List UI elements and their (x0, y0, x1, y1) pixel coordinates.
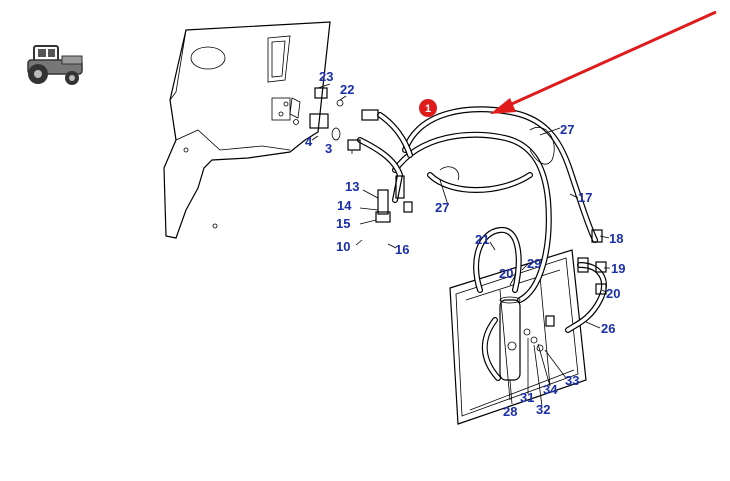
part-label: 22 (340, 82, 354, 97)
part-label: 34 (543, 382, 558, 397)
part-label: 10 (336, 239, 350, 254)
leader-lines (311, 83, 610, 407)
part-label: 27 (435, 200, 449, 215)
part-label: 16 (395, 242, 409, 257)
part-label: 29 (527, 256, 541, 271)
part-label: 32 (536, 402, 550, 417)
part-label: 14 (337, 198, 352, 213)
part-label: 31 (520, 390, 534, 405)
part-label: 20 (499, 266, 513, 281)
part-label: 13 (345, 179, 359, 194)
part-label: 21 (475, 232, 489, 247)
receiver-drier (499, 296, 521, 381)
part-label: 20 (606, 286, 620, 301)
part-label: 19 (611, 261, 625, 276)
tractor-icon (27, 45, 83, 85)
part-label: 17 (578, 190, 592, 205)
part-label: 18 (609, 231, 623, 246)
condenser (449, 249, 587, 425)
part-label: 4 (305, 134, 313, 149)
part-label: 33 (565, 373, 579, 388)
part-label: 27 (560, 122, 574, 137)
part-label: 28 (503, 404, 517, 419)
part-label: 26 (601, 321, 615, 336)
callout-arrow (490, 10, 717, 114)
callout-marker: 1 (419, 99, 437, 117)
part-labels: 23 22 4 3 13 14 15 10 16 27 27 17 18 19 … (305, 69, 625, 419)
part-label: 3 (325, 141, 332, 156)
callout-marker-label: 1 (425, 103, 431, 115)
part-label: 15 (336, 216, 350, 231)
part-label: 23 (319, 69, 333, 84)
fittings (309, 87, 607, 352)
hose-assembly (357, 106, 607, 381)
cab-panel (163, 21, 331, 239)
